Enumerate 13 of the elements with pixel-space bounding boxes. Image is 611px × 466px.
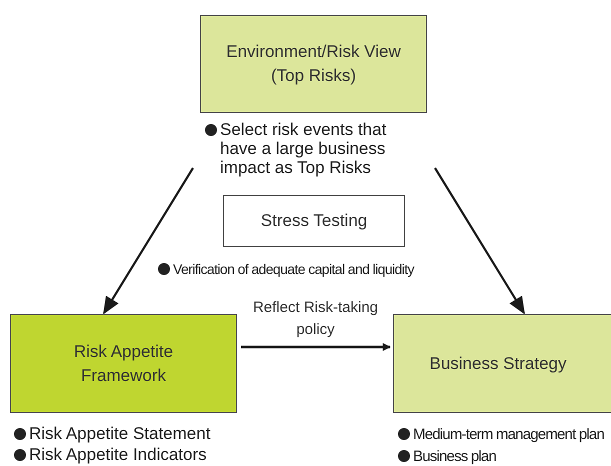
arrow: [241, 343, 391, 351]
bullet-text: Risk Appetite Indicators: [29, 445, 207, 464]
bullet-text: Business plan: [413, 447, 496, 466]
bullet-text: Medium-term management plan: [413, 425, 604, 444]
bullet-text: Risk Appetite Statement: [29, 424, 210, 443]
process-box: Business Strategy: [393, 314, 611, 413]
bullet-text: Verification of adequate capital and liquidity: [173, 260, 414, 279]
arrow: [434, 167, 525, 314]
process-box: Risk Appetite Framework: [10, 314, 237, 413]
process-box: Environment/Risk View (Top Risks): [200, 15, 427, 113]
arrow: [103, 167, 194, 314]
process-box: Stress Testing: [223, 195, 405, 247]
bullet-text: Select risk events that have a large business impact as Top Risks: [220, 120, 388, 177]
